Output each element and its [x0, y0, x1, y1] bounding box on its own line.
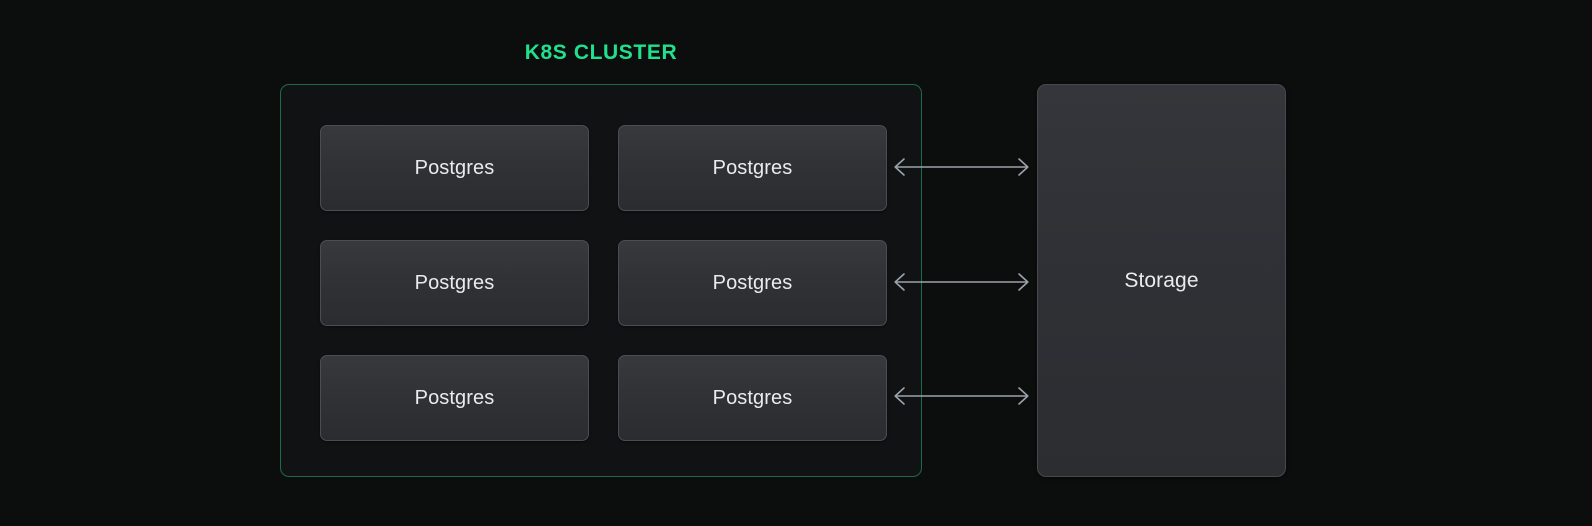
- postgres-node[interactable]: Postgres: [618, 125, 887, 211]
- postgres-node-grid: Postgres Postgres Postgres Postgres Post…: [320, 125, 887, 441]
- k8s-cluster-boundary: Postgres Postgres Postgres Postgres Post…: [280, 84, 922, 477]
- cluster-title: K8S CLUSTER: [524, 41, 678, 64]
- postgres-node[interactable]: Postgres: [618, 240, 887, 326]
- postgres-node[interactable]: Postgres: [320, 355, 589, 441]
- storage-label: Storage: [1124, 268, 1199, 292]
- postgres-node[interactable]: Postgres: [320, 240, 589, 326]
- postgres-node[interactable]: Postgres: [320, 125, 589, 211]
- postgres-node-label: Postgres: [414, 387, 495, 409]
- storage-box[interactable]: Storage: [1037, 84, 1286, 477]
- postgres-node-label: Postgres: [712, 272, 793, 294]
- postgres-node[interactable]: Postgres: [618, 355, 887, 441]
- postgres-node-label: Postgres: [712, 157, 793, 179]
- postgres-node-label: Postgres: [712, 387, 793, 409]
- postgres-node-label: Postgres: [414, 157, 495, 179]
- postgres-node-label: Postgres: [414, 272, 495, 294]
